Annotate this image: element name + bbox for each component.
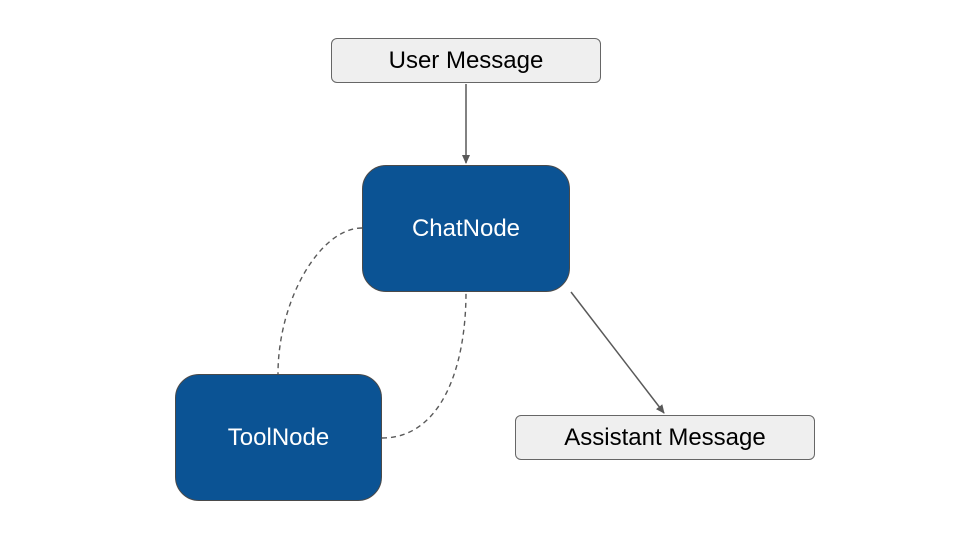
tool-node: ToolNode — [175, 374, 382, 501]
user-message-label: User Message — [388, 46, 544, 74]
edge-chat-to-assistant — [570, 291, 665, 414]
edge-chat-to-tool-dashed — [277, 227, 363, 375]
assistant-message-label: Assistant Message — [564, 423, 766, 451]
chat-node: ChatNode — [362, 165, 570, 292]
user-message-node: User Message — [331, 38, 601, 83]
edge-tool-to-chat-dashed — [381, 291, 467, 439]
chat-node-label: ChatNode — [411, 214, 521, 242]
assistant-message-node: Assistant Message — [515, 415, 815, 460]
tool-node-label: ToolNode — [227, 423, 330, 451]
